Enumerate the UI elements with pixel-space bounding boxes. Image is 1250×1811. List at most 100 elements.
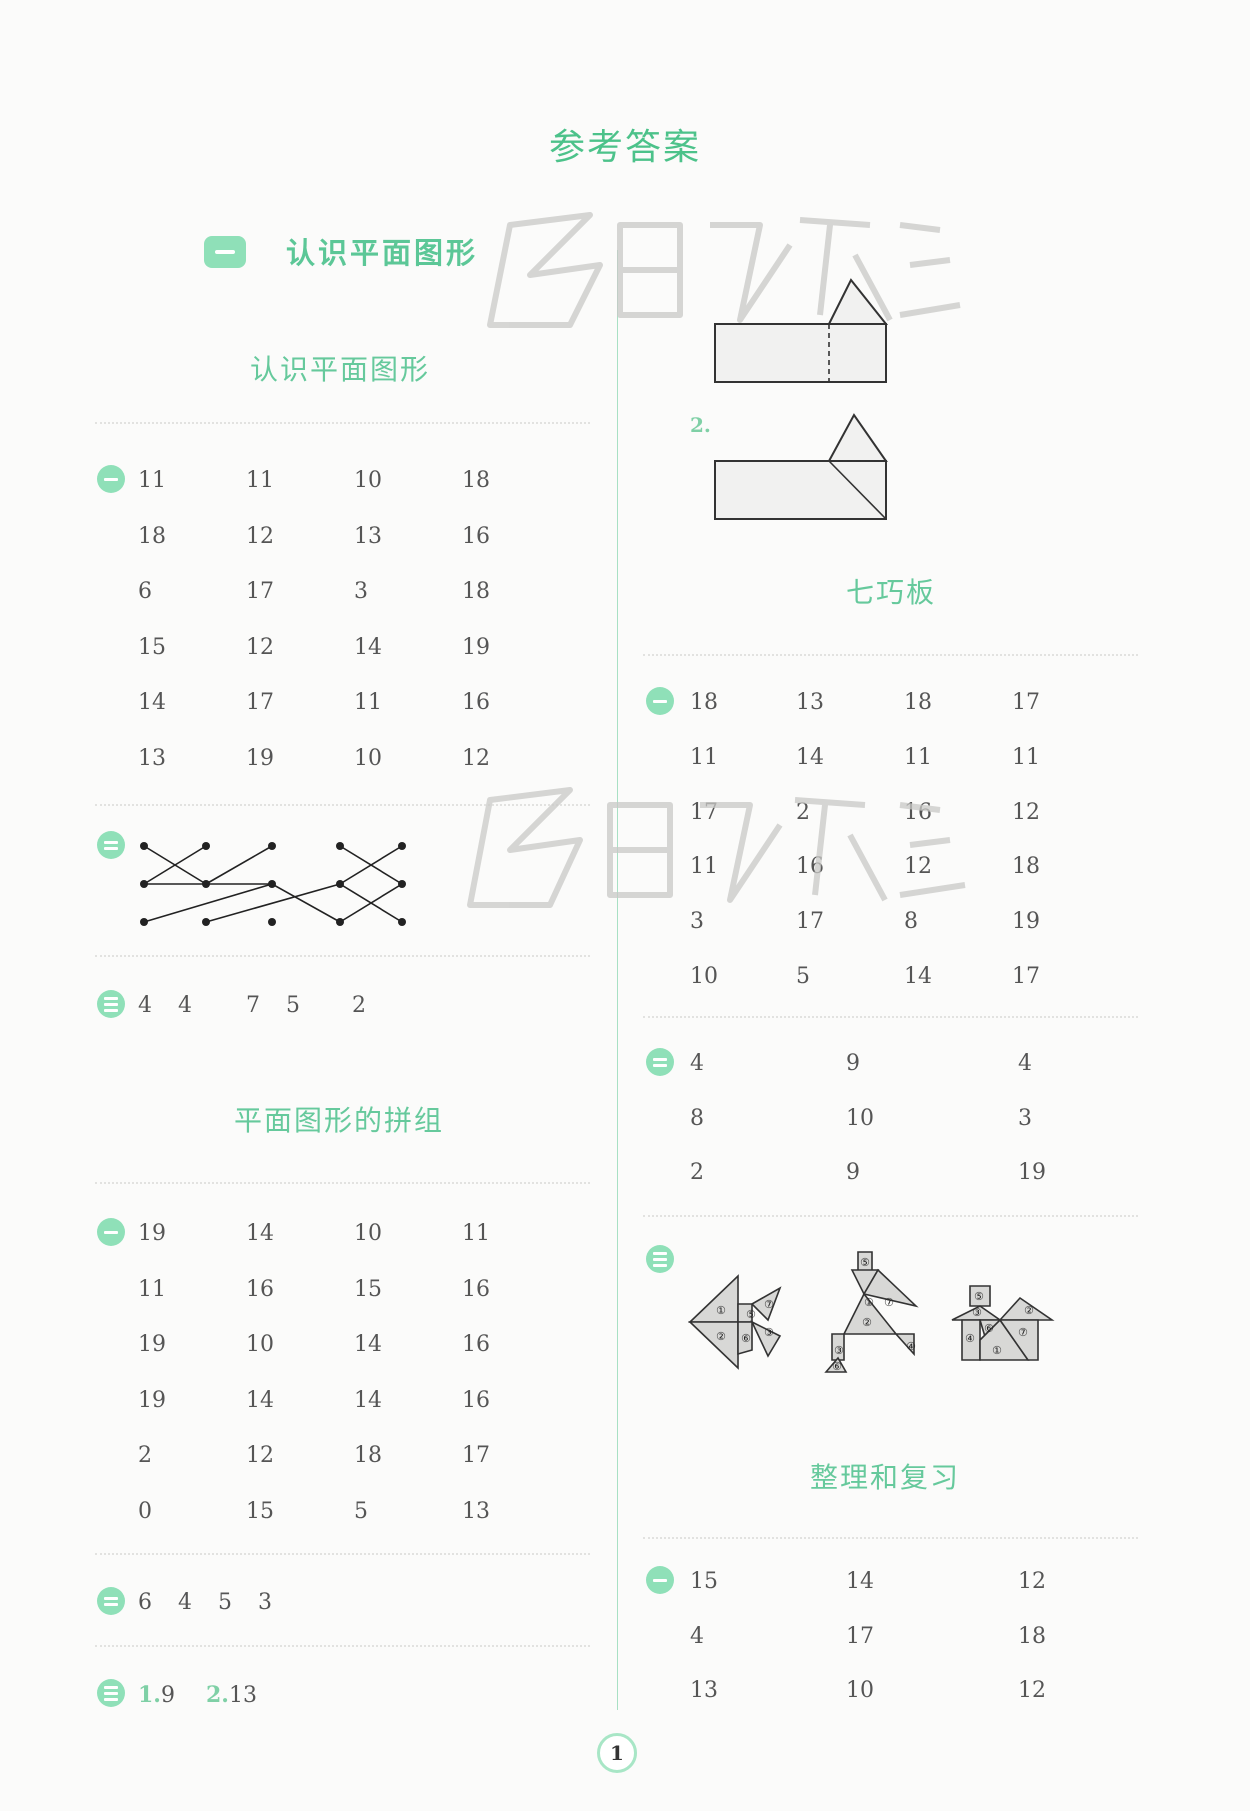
answer: 4	[178, 1590, 192, 1615]
divider	[95, 1182, 590, 1184]
svg-text:②: ②	[862, 1316, 872, 1329]
answer-cell: 18	[1018, 1623, 1046, 1649]
answer-cell: 12	[1012, 799, 1040, 825]
answer-cell: 0	[138, 1498, 152, 1524]
answer-cell: 11	[1012, 744, 1040, 770]
figure-2-rectangle-triangle	[714, 413, 888, 520]
answer-cell: 19	[462, 634, 490, 660]
svg-text:⑦: ⑦	[764, 1298, 774, 1311]
section-title-recognize-shapes: 认识平面图形	[250, 353, 431, 386]
svg-text:⑤: ⑤	[746, 1308, 756, 1321]
answer: 6	[138, 1590, 152, 1615]
answer-cell: 19	[1012, 909, 1040, 935]
answer-cell: 16	[462, 1332, 490, 1357]
answer-cell: 16	[462, 1387, 490, 1413]
svg-text:④: ④	[965, 1332, 975, 1345]
answer-cell: 12	[904, 854, 932, 880]
divider	[95, 422, 590, 424]
section-title-tangram: 七巧板	[846, 576, 937, 609]
answer: 3	[258, 1590, 272, 1615]
answer: 2	[352, 993, 366, 1018]
figure-2-label: 2.	[690, 413, 711, 437]
watermark-logo-top	[487, 212, 961, 328]
answer-cell: 14	[354, 1387, 382, 1413]
svg-text:⑦: ⑦	[884, 1296, 894, 1309]
answer-cell: 15	[690, 1569, 718, 1594]
answer-cell: 17	[246, 579, 274, 604]
svg-text:⑥: ⑥	[984, 1322, 994, 1335]
tangram-fish-figure: ①②⑤ ⑦③⑥	[688, 1274, 782, 1370]
answer: 5	[218, 1590, 232, 1615]
answer-cell: 18	[462, 468, 490, 493]
answer-cell: 18	[1012, 854, 1040, 880]
answer-cell: 15	[246, 1498, 274, 1524]
unit-number-badge	[204, 236, 246, 268]
answer-cell: 9	[846, 1160, 860, 1185]
page-title: 参考答案	[548, 127, 701, 168]
question-2-badge	[97, 831, 125, 859]
divider	[643, 654, 1138, 656]
answer-cell: 10	[690, 964, 718, 989]
answer: 7	[246, 993, 260, 1018]
answer-cell: 9	[846, 1051, 860, 1076]
answer-cell: 16	[462, 1276, 490, 1302]
answer-cell: 8	[690, 1105, 704, 1131]
section-title-review: 整理和复习	[810, 1461, 961, 1494]
divider	[95, 1645, 590, 1647]
column-divider	[617, 250, 618, 1710]
unit-title: 认识平面图形	[286, 236, 479, 270]
answer-cell: 15	[354, 1276, 382, 1302]
answer-cell: 18	[462, 579, 490, 604]
question-1-badge	[97, 465, 125, 493]
answer-cell: 10	[846, 1105, 874, 1131]
answer-cell: 18	[138, 523, 166, 549]
divider	[643, 1537, 1138, 1539]
answer-cell: 14	[354, 1332, 382, 1357]
answer-cell: 6	[138, 579, 152, 604]
answer-cell: 17	[462, 1443, 490, 1468]
answer-cell: 10	[246, 1332, 274, 1357]
question-3-badge	[97, 990, 125, 1018]
answer-cell: 16	[462, 523, 490, 549]
answer-cell: 14	[138, 690, 166, 715]
answer-cell: 17	[796, 909, 824, 935]
question-3-badge	[97, 1679, 125, 1707]
question-3-badge	[646, 1245, 674, 1273]
svg-text:⑥: ⑥	[741, 1332, 751, 1345]
answer-cell: 12	[1018, 1569, 1046, 1594]
page-number: 1	[597, 1733, 637, 1773]
divider	[95, 1553, 590, 1555]
svg-text:③: ③	[834, 1344, 844, 1357]
answer-cell: 13	[462, 1498, 490, 1524]
answer-cell: 17	[246, 690, 274, 715]
answer-cell: 13	[138, 745, 166, 771]
answer-cell: 12	[246, 1443, 274, 1468]
answer-part-2: 2.13	[206, 1682, 257, 1708]
answer-cell: 11	[354, 690, 382, 715]
answer: 4	[138, 993, 152, 1018]
answer-cell: 4	[690, 1623, 704, 1649]
svg-text:④: ④	[906, 1340, 916, 1353]
svg-text:③: ③	[764, 1326, 774, 1339]
question-1-badge	[646, 687, 674, 715]
answer-cell: 13	[690, 1678, 718, 1703]
answer: 5	[286, 993, 300, 1018]
answer-cell: 2	[796, 799, 810, 825]
svg-text:⑥: ⑥	[832, 1360, 842, 1373]
answer-cell: 19	[138, 1221, 166, 1246]
answer-cell: 2	[138, 1443, 152, 1468]
answer-cell: 10	[354, 1221, 382, 1246]
answer-cell: 16	[246, 1276, 274, 1302]
answer-part-1: 1.9	[138, 1682, 175, 1708]
answer-cell: 10	[354, 468, 382, 493]
answer-cell: 10	[846, 1678, 874, 1703]
answer-cell: 5	[796, 964, 810, 989]
answer-cell: 14	[246, 1387, 274, 1413]
answer-cell: 18	[354, 1443, 382, 1468]
svg-text:①: ①	[716, 1304, 726, 1317]
divider	[643, 1215, 1138, 1217]
answer-cell: 14	[354, 634, 382, 660]
answer-cell: 10	[354, 745, 382, 771]
